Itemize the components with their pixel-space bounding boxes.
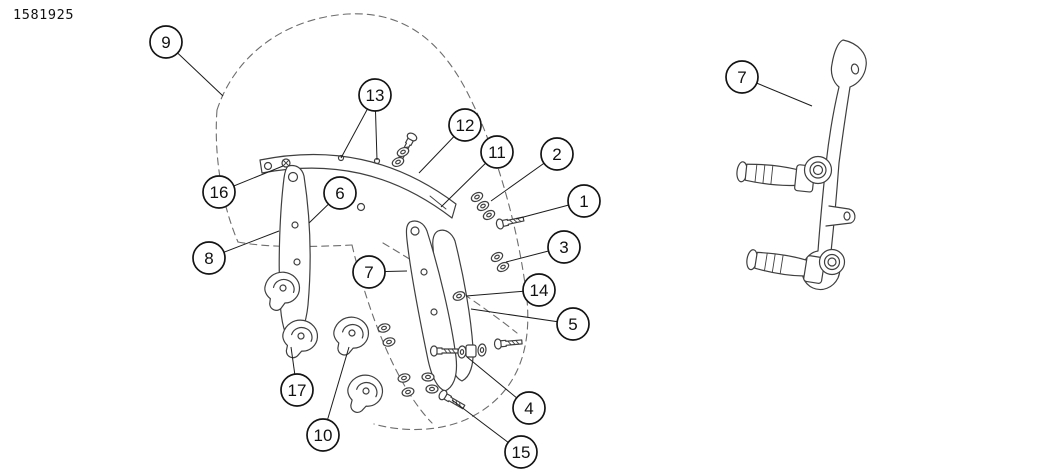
callout-circle [540, 137, 574, 171]
detail-boss-lower [818, 248, 846, 276]
callout-number: 6 [335, 184, 344, 203]
callout-16: 16 [202, 165, 284, 209]
callout-number: 3 [559, 238, 568, 257]
callout-number: 16 [210, 183, 229, 202]
clamp-right-lower [345, 372, 386, 414]
callout-1: 1 [515, 184, 601, 220]
windshield-edge-top [216, 13, 529, 431]
trim-hole-left [263, 161, 273, 171]
clamp-lever-upper [735, 157, 816, 193]
callout-5: 5 [470, 307, 590, 341]
windshield-outline [215, 13, 529, 431]
hardware-screw-1 [494, 213, 526, 231]
callout-circle [192, 241, 226, 275]
callout-11: 11 [440, 135, 514, 208]
callout-circle [504, 435, 538, 469]
callout-17: 17 [280, 346, 314, 407]
callout-circle [725, 60, 759, 94]
left-arm-body [278, 164, 311, 343]
callout-number: 2 [552, 145, 561, 164]
callout-circle [280, 373, 314, 407]
callout-3: 3 [505, 230, 581, 264]
callout-circle [306, 418, 340, 452]
callout-circle [202, 175, 236, 209]
parts-layer [215, 13, 867, 431]
hardware-top-screw-washers [390, 130, 419, 169]
callout-circle [480, 135, 514, 169]
callout-number: 8 [204, 249, 213, 268]
detail-bracket-tab [825, 205, 856, 227]
callout-circle [567, 184, 601, 218]
callout-number: 7 [737, 68, 746, 87]
callout-7-detail: 7 [725, 60, 813, 107]
callout-number: 7 [364, 263, 373, 282]
callout-circle [512, 391, 546, 425]
leader-line [470, 308, 574, 325]
right-bracket-plates [405, 220, 474, 392]
callout-number: 4 [524, 399, 533, 418]
right-plate-rear [432, 229, 474, 382]
callout-circle [522, 273, 556, 307]
left-arm-hole-mid [291, 221, 299, 229]
trim-hole-mid-1 [337, 154, 345, 162]
callout-circle [358, 78, 392, 112]
hardware-washers-left-arm [376, 321, 416, 399]
callout-6: 6 [308, 176, 357, 224]
callout-circle [448, 108, 482, 142]
callout-circle [323, 176, 357, 210]
callout-14: 14 [465, 273, 556, 307]
callout-circle [556, 307, 590, 341]
left-bracket-arm [278, 164, 311, 343]
callout-circle [547, 230, 581, 264]
hardware-washers-2 [469, 190, 497, 222]
callout-15: 15 [451, 399, 538, 469]
callout-circle [352, 255, 386, 289]
callout-number: 5 [568, 315, 577, 334]
trim-edge-detail [429, 195, 447, 210]
detail-boss-upper [803, 155, 833, 185]
clamp-right-upper [330, 313, 373, 357]
detail-bracket-hole-top [850, 63, 860, 75]
callout-8: 8 [192, 230, 280, 275]
right-plate-hole-mid [420, 268, 428, 276]
detail-bracket-assembly [735, 39, 867, 291]
left-arm-hole-top [287, 171, 299, 183]
callout-12: 12 [418, 108, 482, 174]
trim-strip-body [259, 153, 457, 219]
callout-2: 2 [490, 137, 574, 202]
hardware-screw-16 [281, 158, 291, 168]
callout-7-main: 7 [352, 255, 408, 289]
left-arm-hole-low [293, 258, 301, 266]
right-plate-hole-top [410, 226, 420, 236]
detail-bracket-body [801, 39, 867, 291]
callout-number: 12 [456, 116, 475, 135]
hardware-nut-6 [356, 202, 366, 212]
detail-bracket-tab-hole [843, 211, 851, 221]
right-plate-hole-low [430, 308, 438, 316]
callout-10: 10 [306, 346, 350, 452]
clamp-lever-lower [744, 245, 826, 285]
callout-number: 17 [288, 381, 307, 400]
callout-circle [149, 25, 183, 59]
hardware-screw-assembly-4 [429, 336, 523, 359]
callout-number: 11 [488, 143, 506, 162]
callout-4: 4 [466, 356, 546, 425]
callout-number: 10 [314, 426, 333, 445]
callout-number: 15 [512, 443, 531, 462]
callout-number: 9 [161, 33, 170, 52]
part-number: 1581925 [13, 7, 75, 23]
callout-number: 1 [579, 192, 588, 211]
callout-number: 13 [366, 86, 385, 105]
callout-13: 13 [340, 78, 392, 161]
callout-number: 14 [530, 281, 549, 300]
callout-9: 9 [149, 25, 224, 97]
